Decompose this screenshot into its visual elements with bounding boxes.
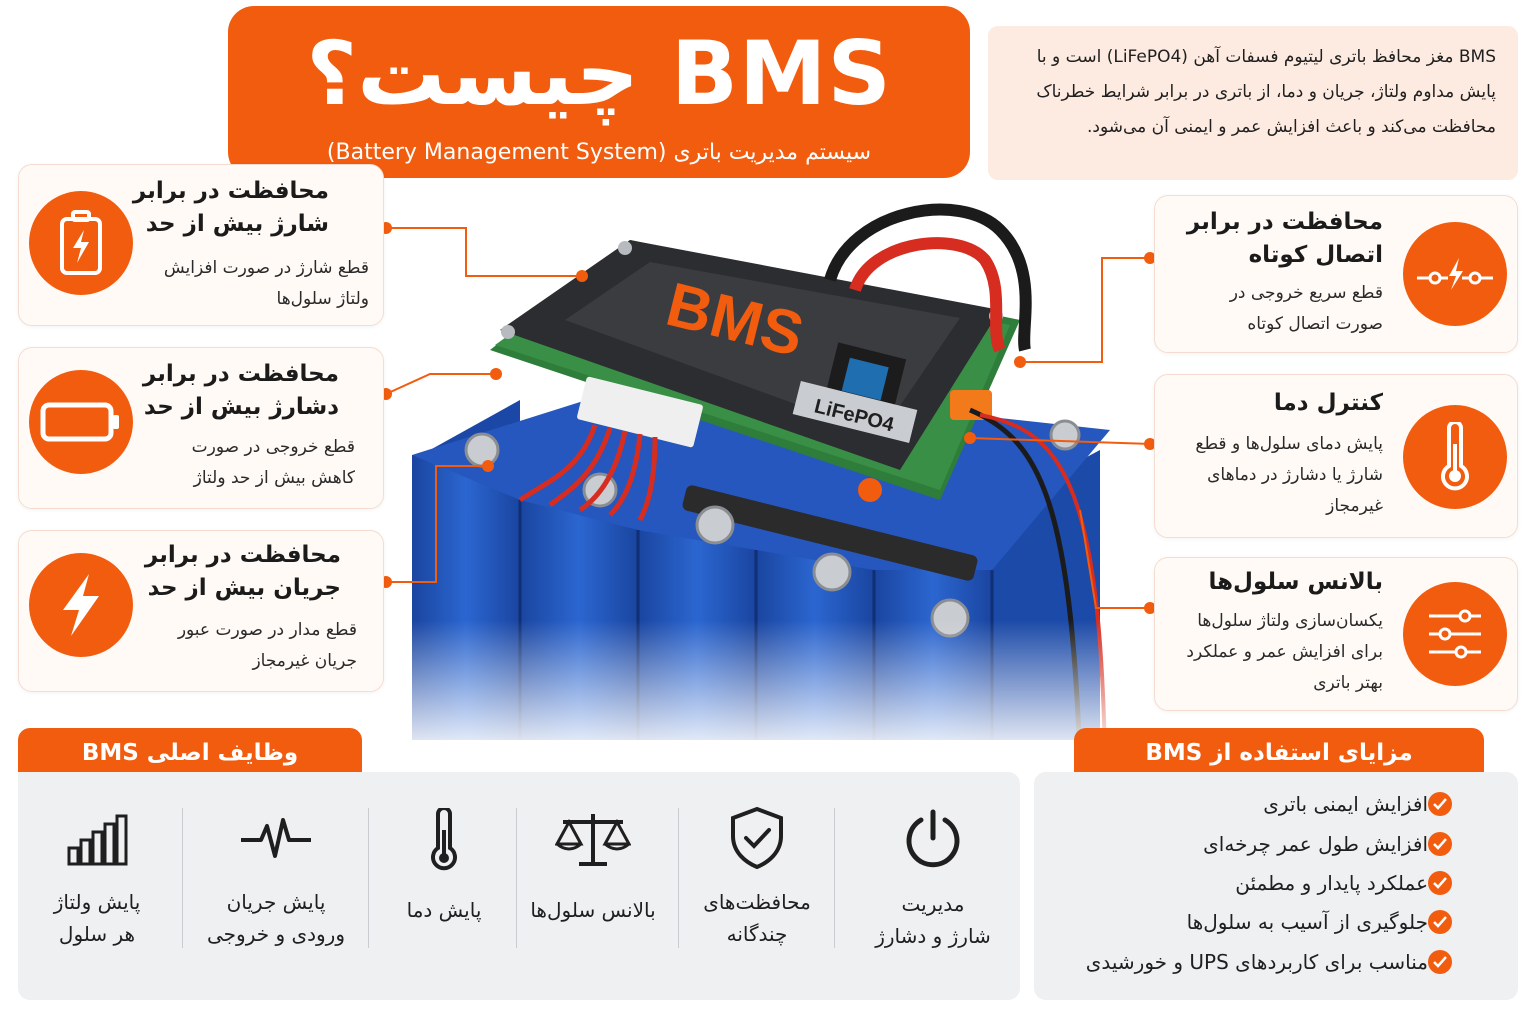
card-cell-balance: بالانس سلول‌ها یکسان‌سازی ولتاژ سلول‌ها … — [1154, 557, 1518, 711]
card-description: قطع شارژ در صورت افزایش ولتاژ سلول‌ها — [163, 258, 369, 309]
pulse-icon — [241, 818, 311, 858]
function-item: محافظت‌های چندگانه — [682, 800, 832, 990]
divider — [678, 808, 679, 948]
functions-panel: مدیریت شارژ و دشارژ محافظت‌های چندگانه ب… — [18, 772, 1020, 1000]
card-title: محافظت در برابر جریان بیش از حد — [144, 542, 341, 601]
thermometer-icon — [1441, 422, 1469, 491]
card-description: پایش دمای سلول‌ها و قطع شارژ یا دشارژ در… — [1195, 434, 1383, 516]
divider — [516, 808, 517, 948]
card-title: محافظت در برابر اتصال کوتاه — [1186, 209, 1383, 268]
left-connectors — [380, 222, 588, 588]
benefit-item: مناسب برای کاربردهای UPS و خورشیدی — [1086, 947, 1466, 977]
busbars — [464, 419, 1081, 638]
card-icon-circle — [1403, 582, 1507, 686]
benefits-panel: افزایش ایمنی باتری افزایش طول عمر چرخه‌ا… — [1034, 772, 1518, 1000]
card-title: کنترل دما — [1273, 390, 1383, 416]
functions-header: وظایف اصلی BMS — [18, 728, 362, 778]
card-description: قطع سریع خروجی در صورت اتصال کوتاه — [1229, 283, 1383, 334]
battery-charging-icon — [60, 210, 102, 275]
lightning-icon — [63, 574, 99, 636]
function-item: پایش ولتاژ هر سلول — [22, 800, 172, 990]
power-icon — [906, 809, 960, 868]
title-banner: BMS چیست؟ سیستم مدیریت باتری (Battery Ma… — [228, 6, 970, 178]
page-subtitle: سیستم مدیریت باتری (Battery Management S… — [326, 140, 872, 165]
scale-icon — [555, 814, 631, 866]
right-connectors — [964, 252, 1156, 614]
page-title: BMS چیست؟ — [306, 22, 892, 125]
function-item: بالانس سلول‌ها — [518, 800, 668, 990]
intro-text: BMS مغز محافظ باتری لیتیوم فسفات آهن (Li… — [1036, 47, 1496, 137]
card-overcharge: محافظت در برابر شارژ بیش از حد قطع شارژ … — [18, 164, 384, 326]
divider — [368, 808, 369, 948]
bars-icon — [67, 814, 128, 866]
check-icon — [1428, 832, 1452, 856]
shield-check-icon — [731, 806, 783, 870]
sliders-icon — [1429, 609, 1481, 659]
thermometer-icon — [431, 808, 457, 871]
function-item: پایش دما — [374, 800, 514, 990]
intro-box: BMS مغز محافظ باتری لیتیوم فسفات آهن (Li… — [988, 26, 1518, 180]
benefit-item: افزایش طول عمر چرخه‌ای — [1203, 829, 1466, 859]
card-description: قطع مدار در صورت عبور جریان غیرمجاز — [177, 620, 357, 671]
divider — [834, 808, 835, 948]
benefit-item: عملکرد پایدار و مطمئن — [1235, 868, 1466, 898]
benefits-header: مزایای استفاده از BMS — [1074, 728, 1484, 778]
bms-board: BMS LiFePO4 — [490, 240, 1020, 522]
check-icon — [1428, 910, 1452, 934]
short-circuit-icon — [1417, 258, 1493, 290]
card-description: یکسان‌سازی ولتاژ سلول‌ها برای افزایش عمر… — [1186, 611, 1383, 693]
function-item: مدیریت شارژ و دشارژ — [848, 800, 1018, 990]
card-description: قطع خروجی در صورت کاهش بیش از حد ولتاژ — [191, 437, 355, 488]
check-icon — [1428, 871, 1452, 895]
card-overdischarge: محافظت در برابر دشارژ بیش از حد قطع خروج… — [18, 347, 384, 509]
divider — [182, 808, 183, 948]
check-icon — [1428, 950, 1452, 974]
card-icon-circle — [1403, 405, 1507, 509]
card-icon-circle — [29, 191, 133, 295]
card-icon-circle — [1403, 222, 1507, 326]
card-title: محافظت در برابر شارژ بیش از حد — [132, 178, 329, 237]
card-overcurrent: محافظت در برابر جریان بیش از حد قطع مدار… — [18, 530, 384, 692]
card-title: بالانس سلول‌ها — [1208, 569, 1383, 595]
check-icon — [1428, 792, 1452, 816]
card-short-circuit: محافظت در برابر اتصال کوتاه قطع سریع خرو… — [1154, 195, 1518, 353]
benefit-item: افزایش ایمنی باتری — [1263, 789, 1466, 819]
card-temperature: کنترل دما پایش دمای سلول‌ها و قطع شارژ ی… — [1154, 374, 1518, 538]
card-title: محافظت در برابر دشارژ بیش از حد — [142, 361, 339, 420]
benefit-item: جلوگیری از آسیب به سلول‌ها — [1187, 907, 1466, 937]
card-icon-circle — [29, 553, 133, 657]
battery-illustration: BMS LiFePO4 — [400, 203, 1140, 760]
card-icon-circle — [29, 370, 133, 474]
battery-empty-icon — [40, 402, 119, 442]
function-item: پایش جریان ورودی و خروجی — [186, 800, 366, 990]
